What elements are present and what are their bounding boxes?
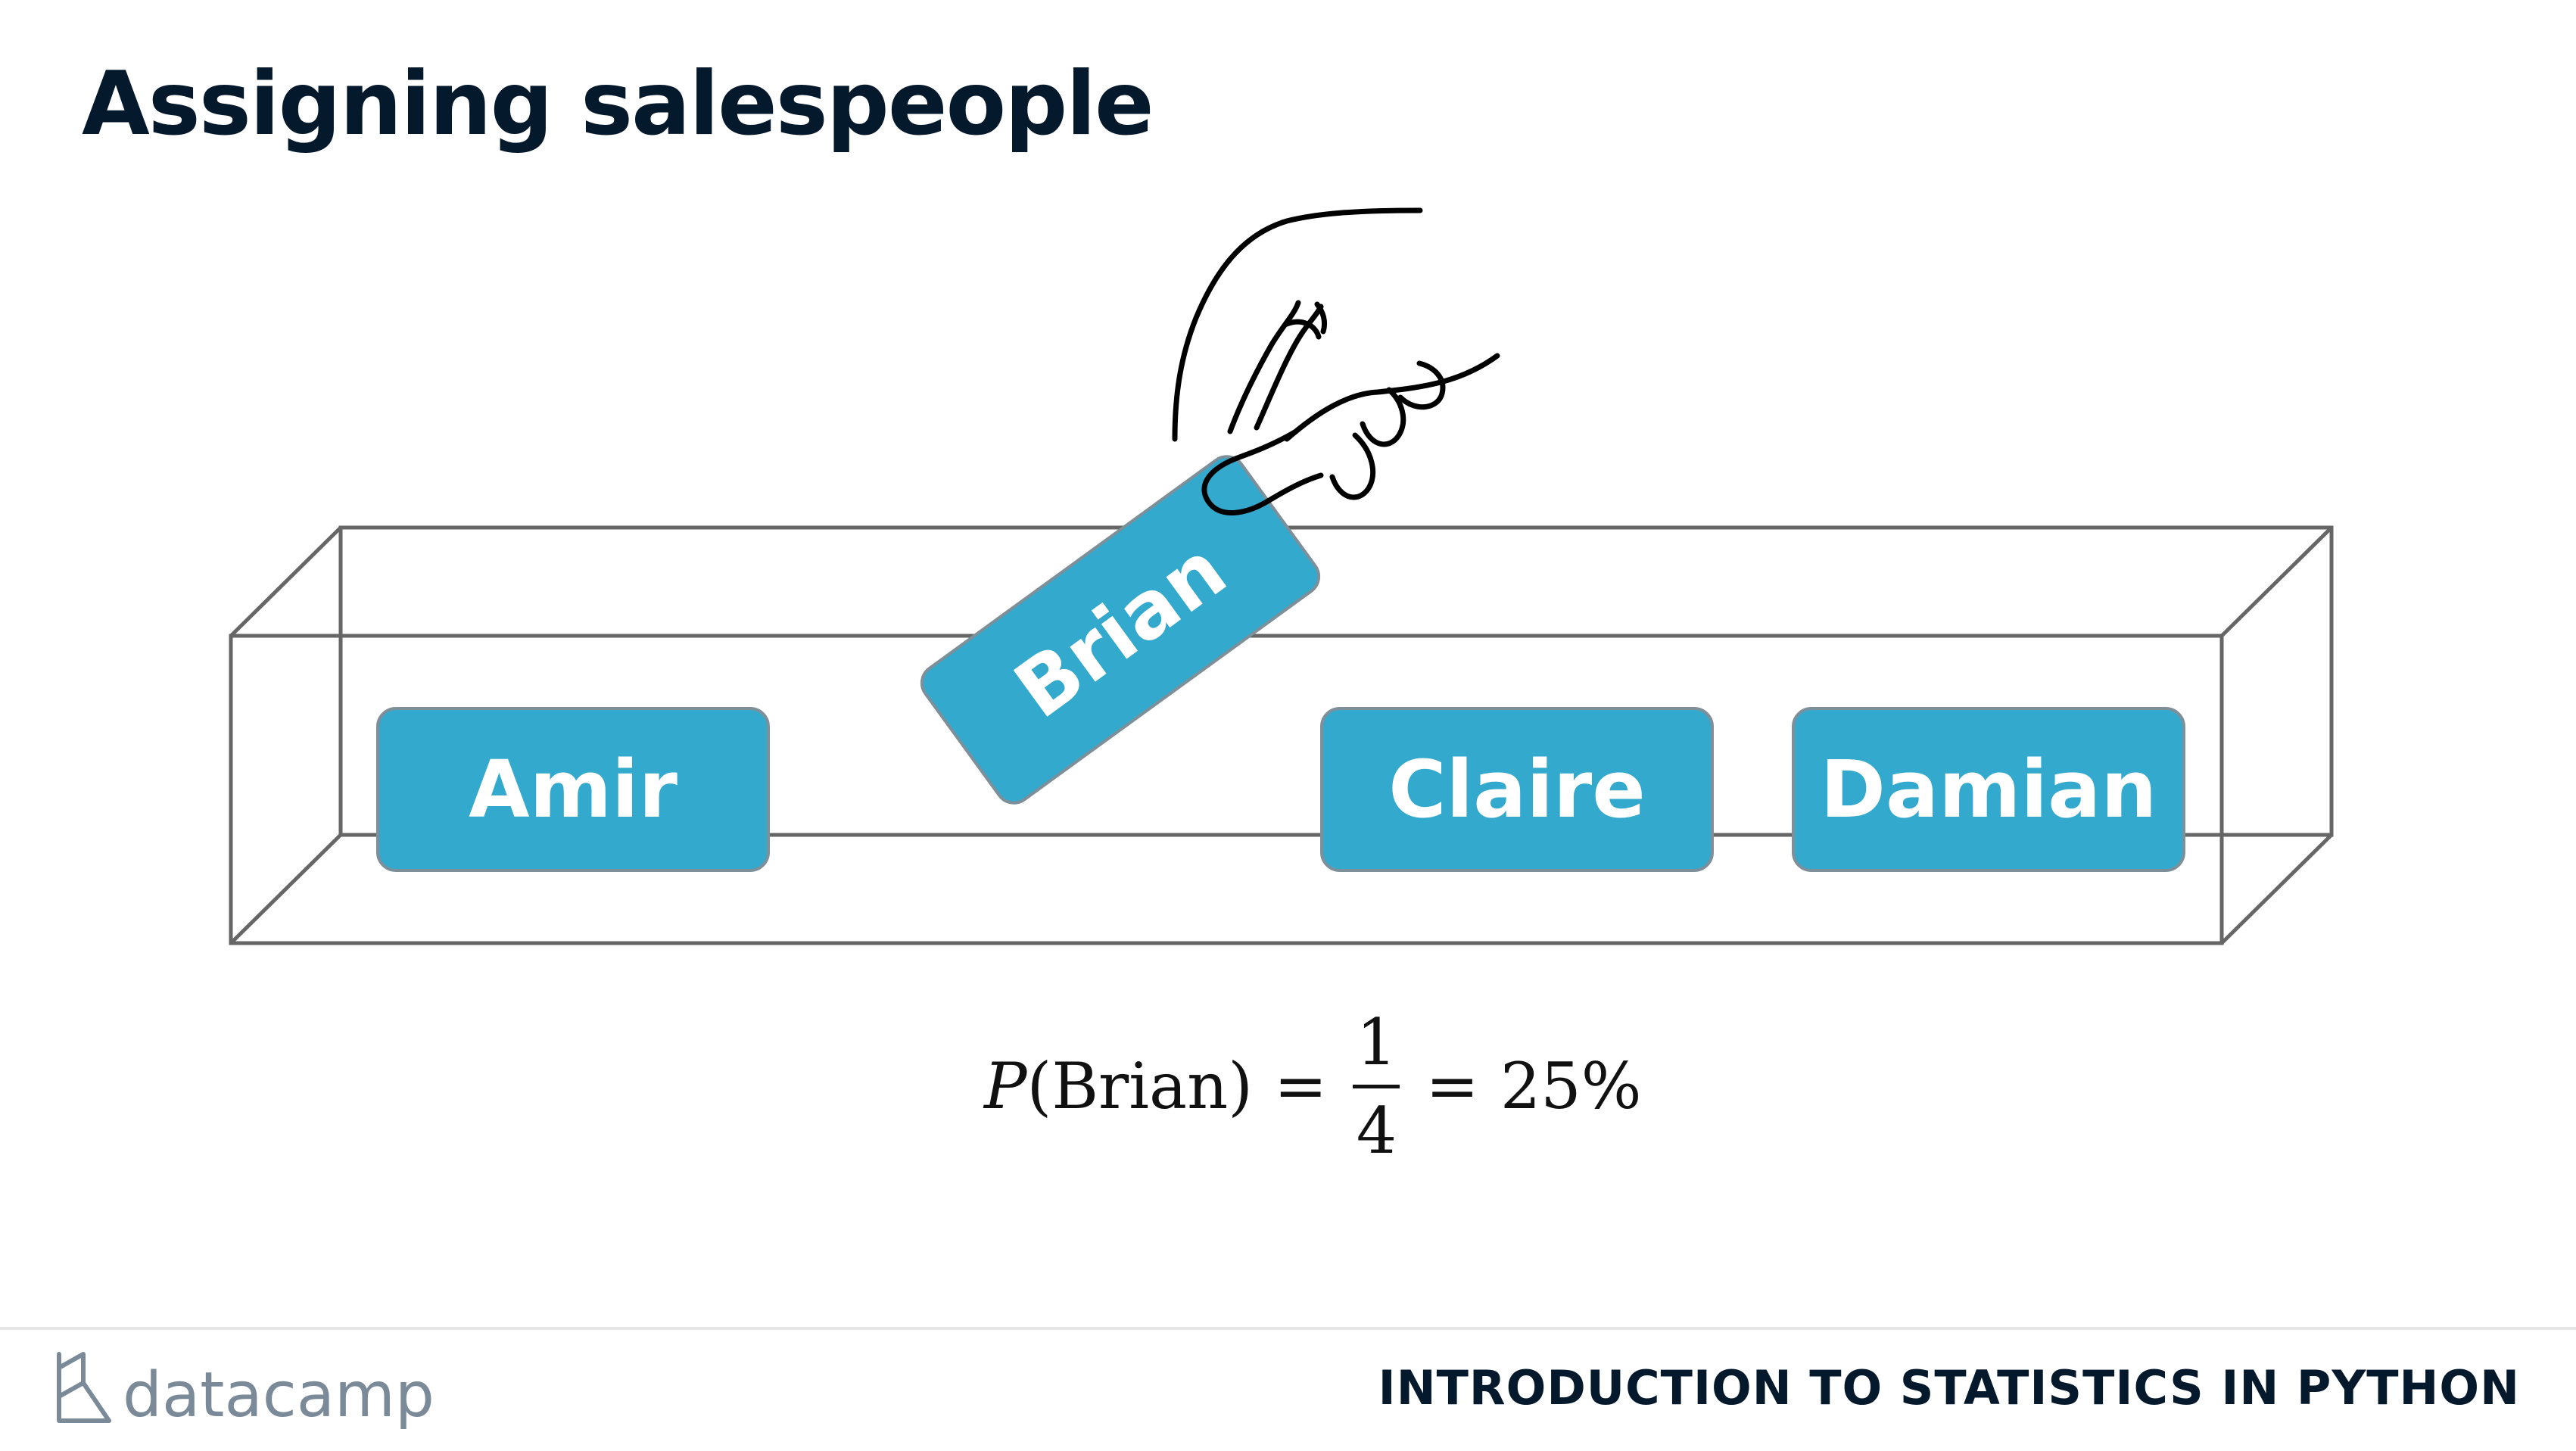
datacamp-logo: datacamp: [57, 1352, 435, 1431]
page-title: Assigning salespeople: [82, 53, 1154, 155]
name-card-label: Claire: [1388, 743, 1646, 836]
formula-denominator: 4: [1353, 1084, 1400, 1163]
formula-close-paren: ): [1228, 1049, 1254, 1123]
datacamp-logo-icon: [57, 1352, 111, 1423]
formula-equals-sign: =: [1274, 1049, 1328, 1123]
name-card-label: Amir: [469, 743, 677, 836]
name-card-amir: Amir: [376, 707, 770, 872]
formula-open-paren: (: [1026, 1049, 1052, 1123]
probability-formula: P ( Brian ) = 1 4 = 25%: [984, 1003, 1642, 1169]
course-title: INTRODUCTION TO STATISTICS IN PYTHON: [1378, 1360, 2520, 1415]
formula-probability-symbol: P: [984, 1049, 1027, 1123]
brand-wordmark: datacamp: [123, 1359, 435, 1431]
formula-fraction: 1 4: [1353, 1010, 1400, 1163]
footer-divider: [0, 1327, 2576, 1330]
formula-equals-sign: =: [1425, 1049, 1479, 1123]
formula-result: 25%: [1500, 1049, 1642, 1123]
name-card-claire: Claire: [1320, 707, 1714, 872]
name-card-damian: Damian: [1792, 707, 2185, 872]
formula-numerator: 1: [1356, 1004, 1397, 1079]
formula-argument: Brian: [1051, 1049, 1229, 1123]
name-card-label: Damian: [1820, 743, 2157, 836]
